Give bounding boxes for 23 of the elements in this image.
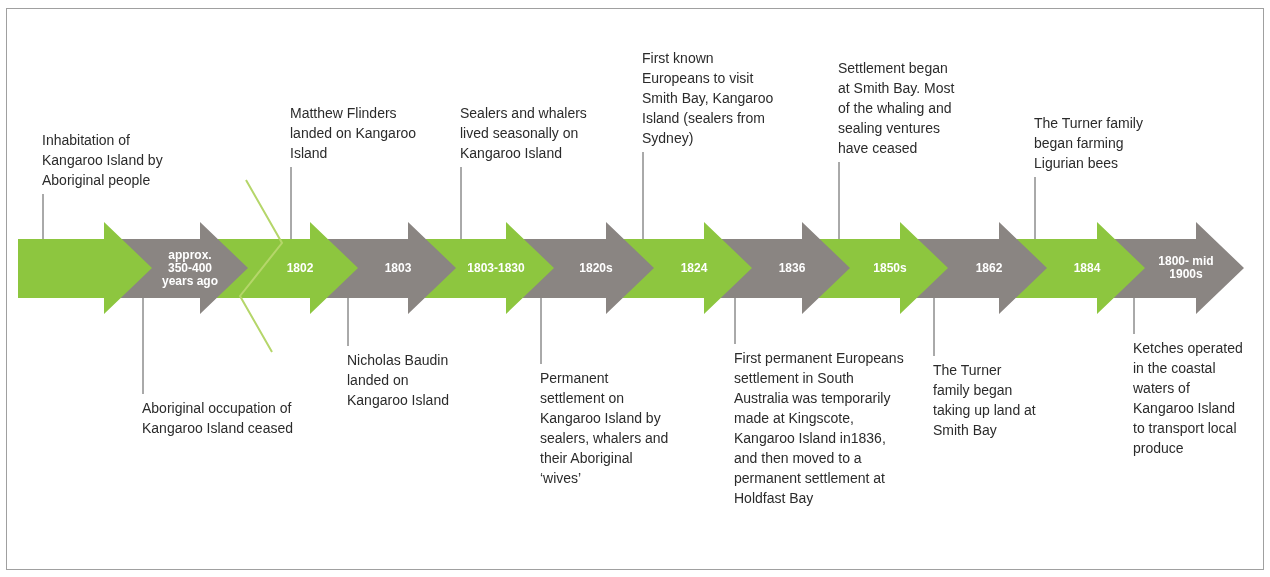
date-label: 1802 <box>285 261 315 275</box>
leader-line <box>642 151 644 240</box>
date-label: 1862 <box>974 261 1004 275</box>
date-label: 1803-1830 <box>466 261 526 275</box>
date-label: 1803 <box>383 261 413 275</box>
leader-line <box>1133 297 1135 335</box>
date-label: approx. 350-400 years ago <box>160 248 219 288</box>
leader-line <box>347 297 349 347</box>
date-label: 1850s <box>872 261 908 275</box>
date-label: 1836 <box>777 261 807 275</box>
date-label: 1800- mid 1900s <box>1157 255 1215 281</box>
leader-line <box>142 297 144 395</box>
leader-line <box>933 297 935 357</box>
leader-line <box>1034 176 1036 240</box>
leader-line <box>290 166 292 240</box>
leader-line <box>540 297 542 365</box>
date-label: 1884 <box>1072 261 1102 275</box>
leader-line <box>838 161 840 240</box>
leader-line <box>460 166 462 240</box>
date-label: 1824 <box>679 261 709 275</box>
leader-line <box>42 193 44 240</box>
date-label: 1820s <box>578 261 614 275</box>
leader-line <box>734 297 736 345</box>
